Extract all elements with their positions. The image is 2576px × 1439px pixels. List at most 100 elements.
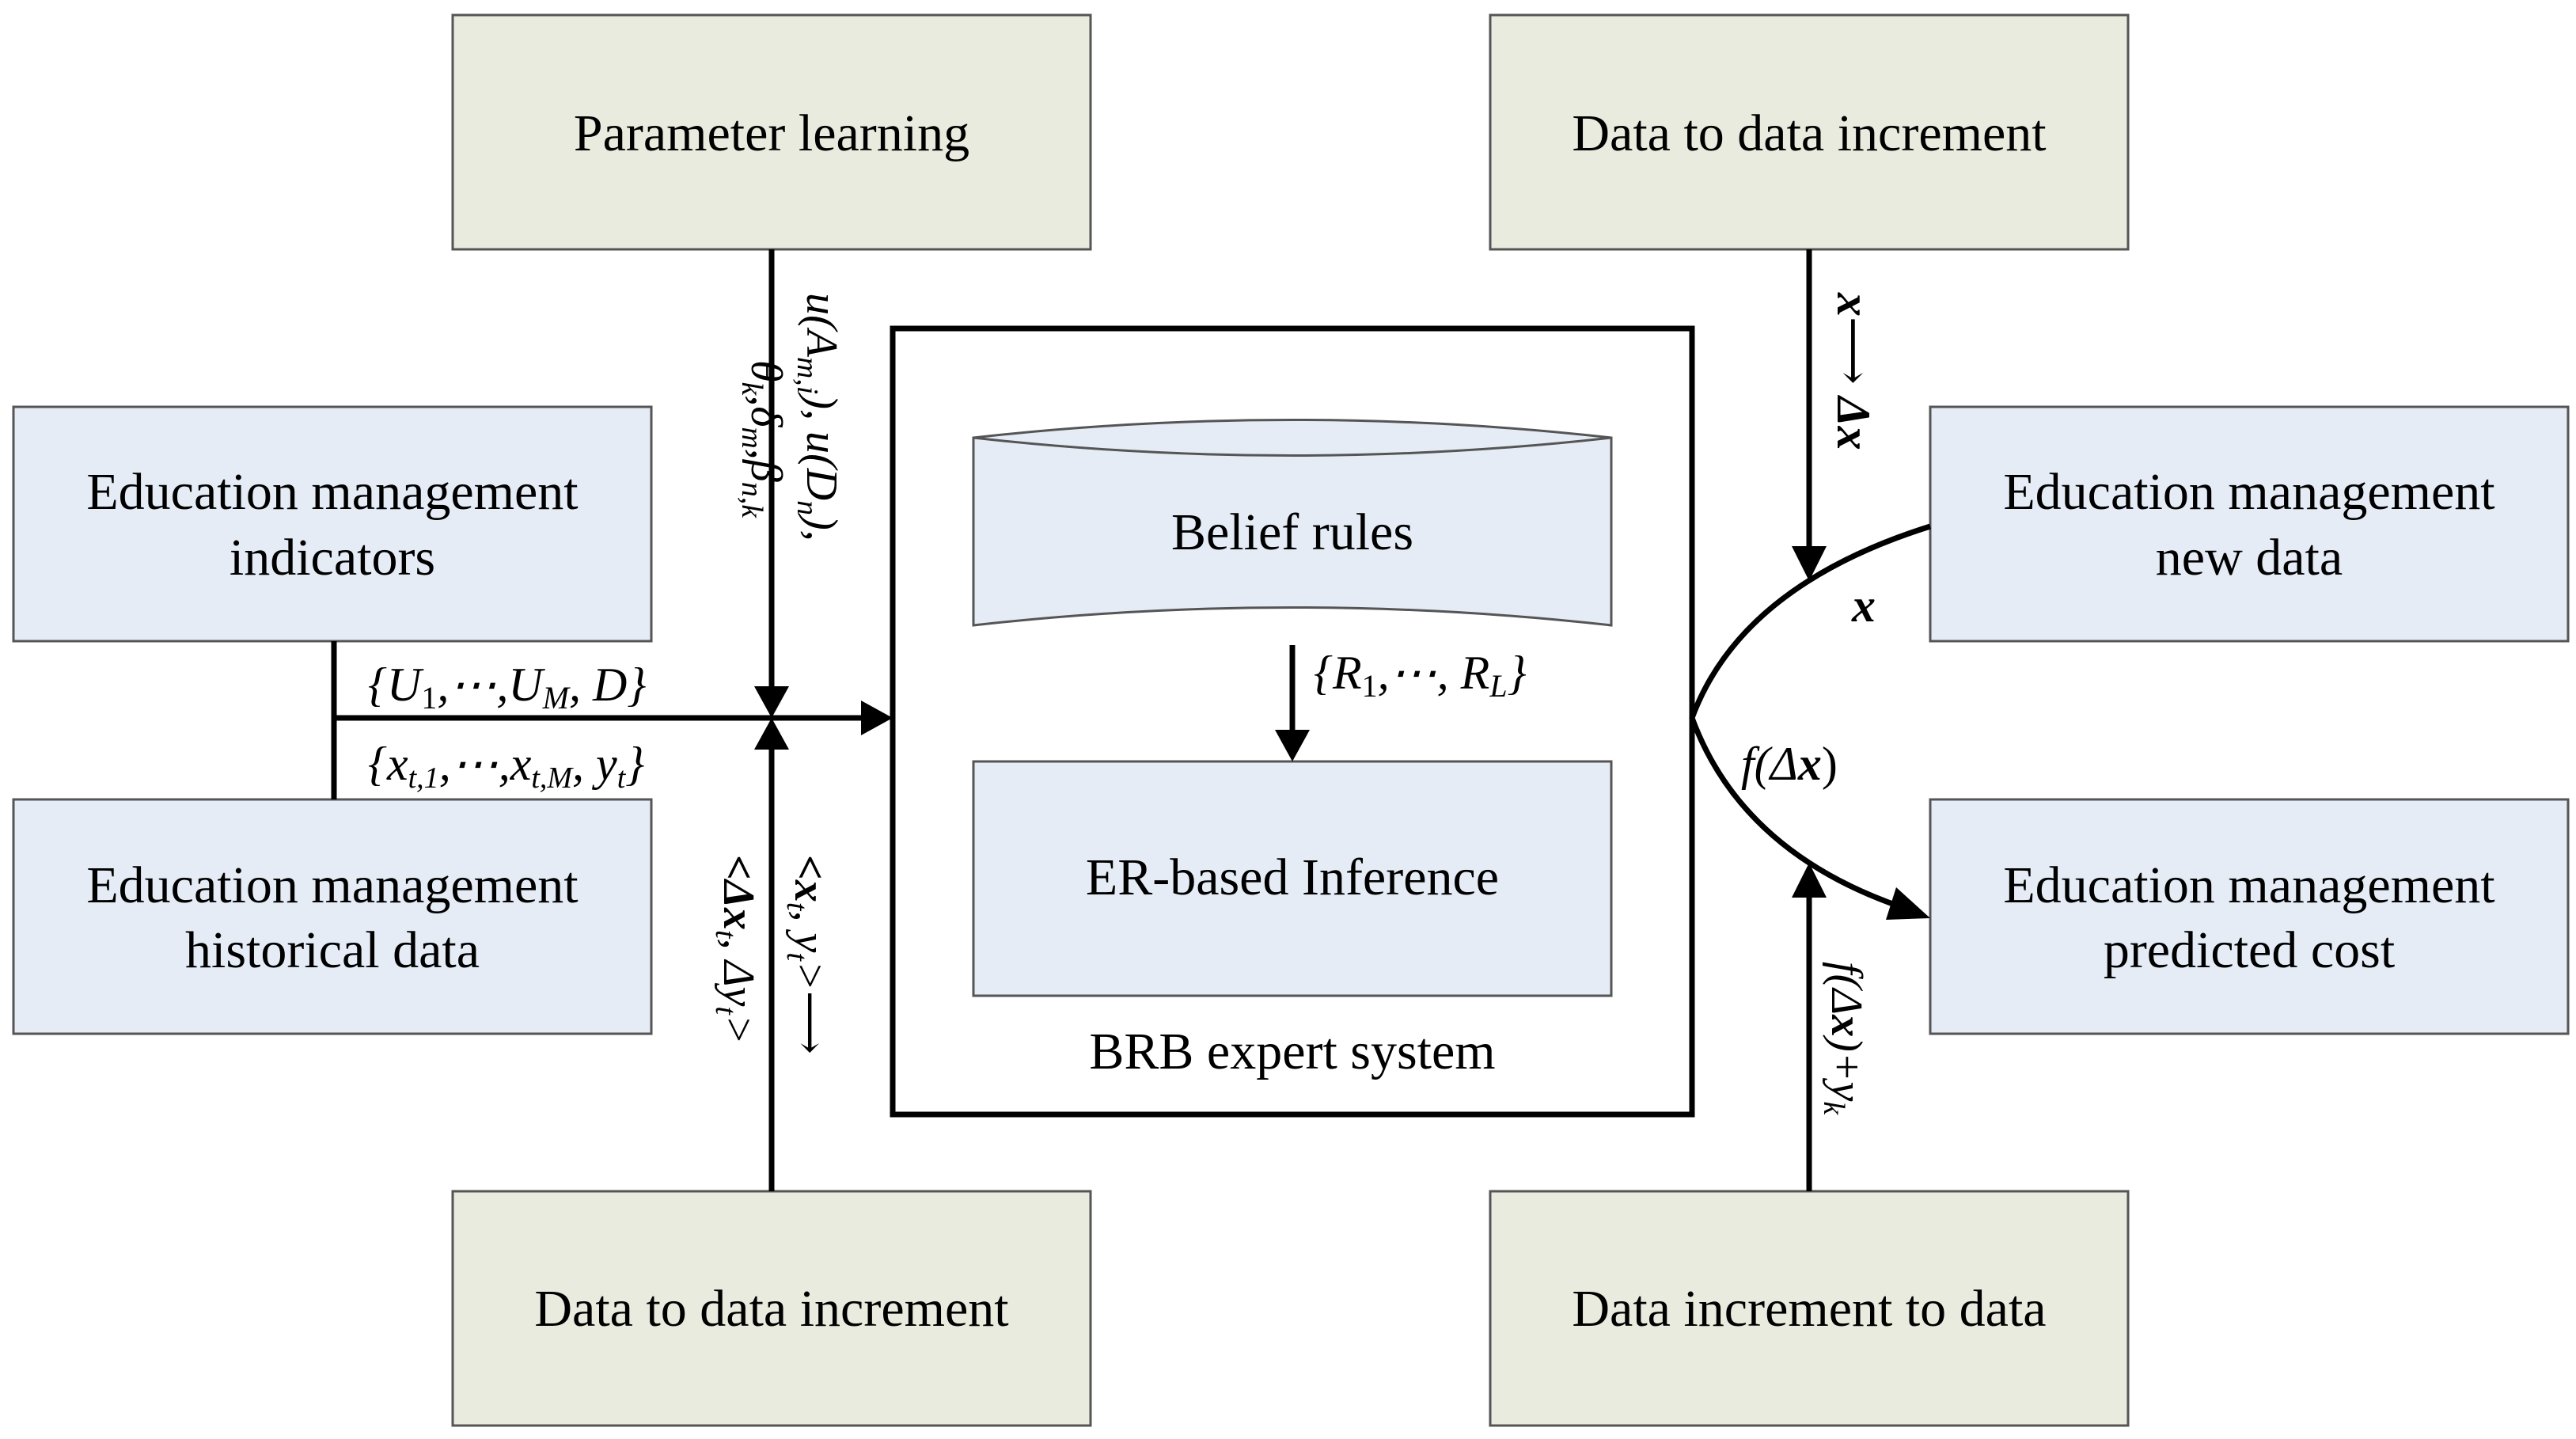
- utility-sub-mi: m,i: [791, 357, 824, 395]
- pair-dx-end: >: [714, 1015, 763, 1045]
- new-data-label-line2: new data: [2156, 529, 2343, 587]
- data-to-increment-bottom-label: Data to data increment: [534, 1280, 1008, 1338]
- historical-data-box: Education management historical data: [12, 798, 653, 1035]
- x-curve-label: x: [1851, 579, 1876, 632]
- pair-dx-sub: t: [709, 930, 742, 940]
- new-data-box: Education management new data: [1929, 405, 2570, 643]
- params-delta: ,δ: [742, 395, 791, 427]
- svg-text:x⟶ Δx: x⟶ Δx: [1827, 292, 1880, 450]
- set-x-end: }: [625, 738, 644, 790]
- arrow-into-brb: [861, 701, 893, 735]
- pair-x-label: <xt, yt>⟶: [780, 855, 834, 1054]
- set-u-sub1: 1: [421, 680, 437, 716]
- indicators-label-line2: indicators: [230, 529, 435, 587]
- data-to-increment-top-box: Data to data increment: [1489, 13, 2130, 251]
- svg-text:<xt, yt>⟶: <xt, yt>⟶: [780, 855, 834, 1054]
- pair-x-sub2: t: [780, 952, 814, 962]
- rules-dots: ,⋯, R: [1378, 647, 1490, 699]
- arrow-to-predicted: [1886, 887, 1930, 920]
- pair-dx-label: <Δxt, Δyt>: [709, 855, 763, 1045]
- params-sub-k: k: [735, 382, 768, 397]
- rules-subl: L: [1489, 668, 1507, 704]
- arrow-up-increment: [754, 718, 789, 750]
- x-to-dx-dx: Δx: [1827, 395, 1880, 450]
- pair-x-mid: , y: [785, 910, 834, 952]
- indicator-set-label: {U1,⋯,UM, D}: [368, 659, 646, 716]
- data-to-increment-bottom-box: Data to data increment: [451, 1190, 1092, 1427]
- rules-set-label: {R1,⋯, RL}: [1314, 647, 1527, 704]
- params-theta: θ: [742, 360, 791, 382]
- pair-dx-mid: , Δy: [714, 939, 763, 1007]
- brb-system-label: BRB expert system: [1089, 1023, 1495, 1080]
- left-connectors: [331, 249, 1310, 1191]
- rules-end: }: [1508, 647, 1527, 699]
- set-x-subm: t,M: [531, 761, 574, 795]
- predicted-label-line2: predicted cost: [2104, 921, 2395, 979]
- historical-set-label: {xt,1,⋯,xt,M, yt}: [368, 738, 644, 795]
- rules-open: {R: [1314, 647, 1362, 699]
- predicted-label-line1: Education management: [2003, 856, 2494, 914]
- params-beta: ,β: [742, 449, 791, 482]
- data-to-increment-top-label: Data to data increment: [1572, 104, 2046, 162]
- pair-x: <x: [785, 855, 834, 902]
- predicted-cost-box: Education management predicted cost: [1929, 798, 2570, 1035]
- arrow-down-param: [754, 686, 789, 718]
- svg-text:<Δxt, Δyt>: <Δxt, Δyt>: [709, 855, 763, 1045]
- set-u-end: , D}: [569, 659, 646, 711]
- historical-label-line1: Education management: [86, 856, 578, 914]
- pair-dx: <Δx: [714, 855, 763, 930]
- fy-close: )+y: [1822, 1035, 1871, 1101]
- increment-to-data-label: Data increment to data: [1572, 1280, 2046, 1338]
- set-u-open: {U: [368, 659, 424, 711]
- indicators-box: Education management indicators: [12, 405, 653, 643]
- params-sub-nk: n,k: [735, 482, 768, 519]
- set-x-y: , y: [572, 738, 617, 790]
- svg-text:f(Δx)+yk: f(Δx)+yk: [1817, 962, 1871, 1115]
- fy-sub: k: [1817, 1101, 1850, 1115]
- pair-dx-sub2: t: [709, 1006, 742, 1016]
- x-to-dx-arrow: ⟶: [1827, 317, 1880, 397]
- fy-x: x: [1822, 1014, 1871, 1037]
- pair-x-sub: t: [780, 902, 814, 912]
- f-close: ): [1822, 738, 1838, 790]
- belief-rules-label: Belief rules: [1171, 503, 1413, 561]
- set-x-dots: ,⋯,x: [439, 738, 532, 790]
- fy-open: f(Δ: [1822, 962, 1871, 1015]
- pair-x-end: >⟶: [785, 961, 834, 1054]
- set-u-dots: ,⋯,U: [437, 659, 545, 711]
- svg-text:u(Am,i), u(Dn),: u(Am,i), u(Dn),: [791, 293, 846, 541]
- svg-text:θk,δm,βn,k: θk,δm,βn,k: [735, 360, 791, 518]
- indicators-label-line1: Education management: [86, 463, 578, 521]
- right-connectors: [1689, 249, 1932, 1191]
- parameter-learning-label: Parameter learning: [574, 104, 969, 162]
- arrow-up-increment-to-data: [1792, 863, 1827, 898]
- new-data-label-line1: Education management: [2003, 463, 2494, 521]
- parameter-learning-box: Parameter learning: [451, 13, 1092, 251]
- f-dx-label: f(Δx): [1741, 738, 1838, 790]
- f-x: x: [1797, 738, 1822, 790]
- set-u-subm: M: [542, 680, 571, 716]
- er-inference-label: ER-based Inference: [1086, 849, 1499, 906]
- utility-end: ),: [797, 513, 846, 541]
- rules-sub1: 1: [1362, 668, 1378, 704]
- set-x-open: {x: [368, 738, 408, 790]
- arrow-down-increment: [1792, 546, 1827, 581]
- utility-label: u(Am,i), u(Dn),: [791, 293, 846, 541]
- f-open: f(Δ: [1741, 738, 1798, 790]
- f-dx-yk-label: f(Δx)+yk: [1817, 962, 1871, 1115]
- params-sub-m: m: [735, 427, 768, 448]
- utility-sub-n: n: [791, 500, 824, 515]
- historical-label-line2: historical data: [185, 921, 480, 979]
- er-inference-box: ER-based Inference: [972, 760, 1613, 997]
- x-to-dx-x: x: [1827, 292, 1880, 317]
- brb-expert-system: Belief rules ER-based Inference BRB expe…: [890, 325, 1695, 1118]
- increment-to-data-box: Data increment to data: [1489, 1190, 2130, 1427]
- arrow-rules-to-inference: [1275, 730, 1310, 761]
- belief-rules-database: Belief rules: [972, 419, 1613, 627]
- set-x-subt: t: [617, 761, 627, 795]
- utility-mid: ), u(D: [797, 392, 846, 500]
- params-label: θk,δm,βn,k: [735, 360, 791, 518]
- utility-u-a: u(A: [797, 293, 846, 358]
- x-to-dx-label: x⟶ Δx: [1827, 292, 1880, 450]
